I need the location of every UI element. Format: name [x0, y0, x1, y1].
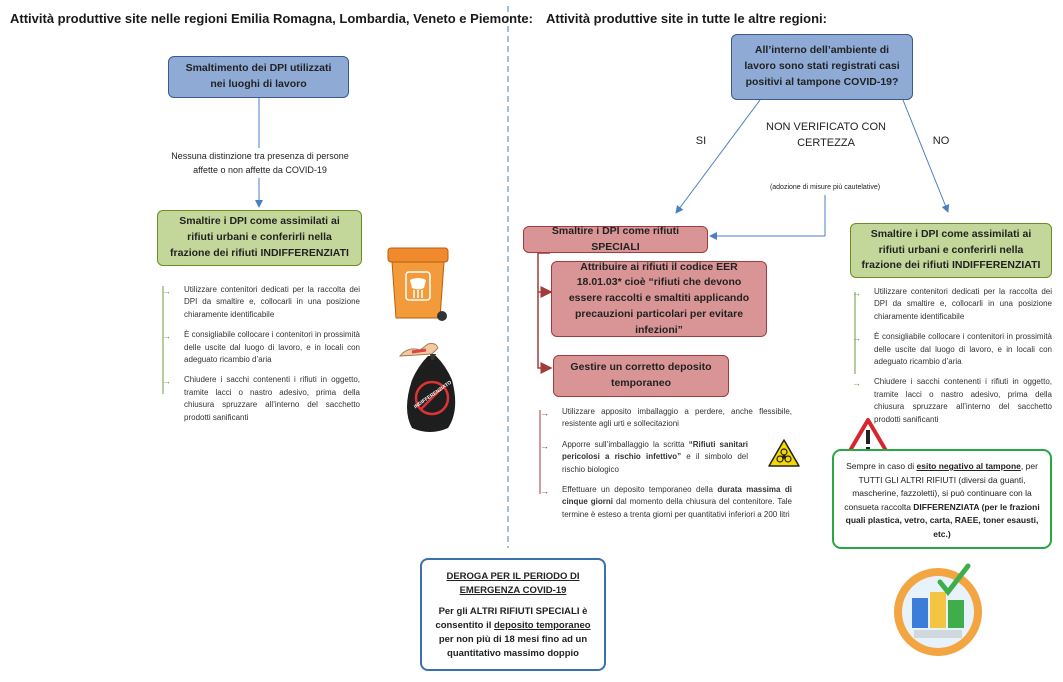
- left-heading: Attività produttive site nelle regioni E…: [10, 11, 533, 26]
- list-item: →Chiudere i sacchi contenenti i rifiuti …: [162, 375, 360, 422]
- arrow-icon: →: [162, 286, 171, 296]
- box-deroga: DEROGA PER IL PERIODO DI EMERGENZA COVID…: [420, 558, 606, 671]
- label-non-verificato: NON VERIFICATO CON CERTEZZA: [766, 121, 886, 149]
- right-heading: Attività produttive site in tutte le alt…: [546, 11, 827, 26]
- box-sempre-differenziata: Sempre in caso di esito negativo al tamp…: [832, 449, 1052, 549]
- box-deposito-temporaneo: Gestire un corretto deposito temporaneo: [553, 355, 729, 397]
- right-bullet-list: →Utilizzare contenitori dedicati per la …: [852, 286, 1052, 434]
- biohazard-icon: [768, 439, 800, 467]
- deroga-title: DEROGA PER IL PERIODO DI EMERGENZA COVID…: [446, 571, 580, 597]
- recycling-bins-icon: [894, 563, 982, 656]
- label-adozione: (adozione di misure più cautelative): [769, 184, 881, 191]
- list-item: →Utilizzare contenitori dedicati per la …: [162, 285, 360, 319]
- note-nessuna-distinzione: Nessuna distinzione tra presenza di pers…: [171, 151, 349, 175]
- box-question-positivi: All’interno dell’ambiente di lavoro sono…: [731, 34, 913, 100]
- box-indifferenziati-left: Smaltire i DPI come assimilati ai rifiut…: [157, 210, 362, 266]
- arrow-icon: →: [852, 378, 861, 389]
- list-item: →Apporre sull’imballaggio la scritta “Ri…: [540, 439, 749, 474]
- arrow-icon: →: [540, 485, 549, 496]
- list-item: →È consigliabile collocare i contenitori…: [852, 332, 1052, 366]
- list-item: →Utilizzare contenitori dedicati per la …: [852, 287, 1052, 321]
- list-item: →Chiudere i sacchi contenenti i rifiuti …: [852, 377, 1052, 424]
- orange-bin-icon: [387, 247, 449, 321]
- list-item: →È consigliabile collocare i contenitori…: [162, 330, 360, 364]
- arrow-icon: →: [540, 440, 549, 451]
- arrow-icon: →: [162, 376, 171, 387]
- box-codice-eer: Attribuire ai rifiuti il codice EER 18.0…: [551, 261, 767, 337]
- left-bullet-list: →Utilizzare contenitori dedicati per la …: [162, 284, 360, 432]
- list-item: →Utilizzare apposito imballaggio a perde…: [540, 407, 792, 429]
- box-smaltimento-dpi: Smaltimento dei DPI utilizzati nei luogh…: [168, 56, 349, 98]
- red-bullet-list: →Utilizzare apposito imballaggio a perde…: [540, 406, 792, 529]
- box-indifferenziati-right: Smaltire i DPI come assimilati ai rifiut…: [850, 223, 1052, 278]
- trash-bag-icon: [398, 343, 456, 432]
- arrow-icon: →: [162, 331, 171, 342]
- deroga-text: Per gli ALTRI RIFIUTI SPECIALI è consent…: [435, 605, 591, 660]
- arrow-icon: →: [540, 408, 549, 418]
- arrow-icon: →: [852, 333, 861, 344]
- list-item: →Effettuare un deposito temporaneo della…: [540, 484, 792, 519]
- label-no: NO: [932, 135, 950, 147]
- box-rifiuti-speciali: Smaltire i DPI come rifiuti SPECIALI: [523, 225, 708, 253]
- arrow-icon: →: [852, 288, 861, 298]
- label-si: SI: [695, 135, 707, 147]
